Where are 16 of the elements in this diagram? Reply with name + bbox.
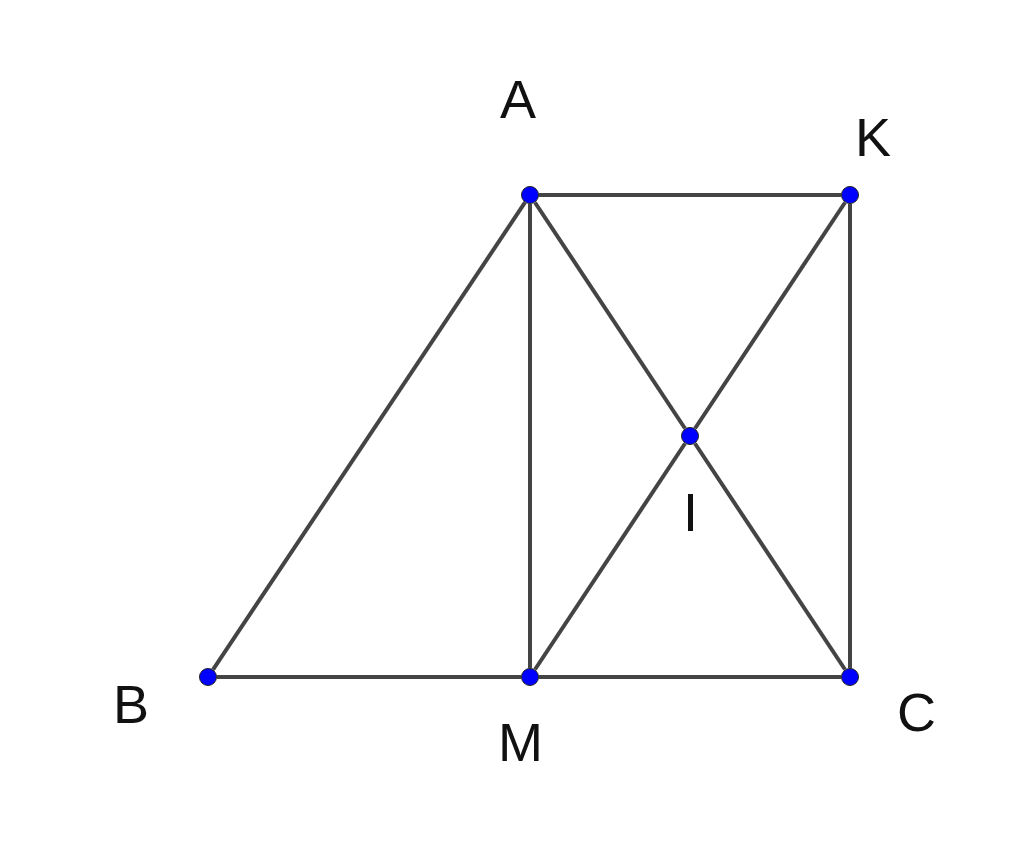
point-label: M	[498, 715, 543, 769]
point-label: A	[500, 72, 537, 126]
point-label: C	[897, 685, 936, 739]
point-label: B	[113, 677, 150, 731]
line-segment	[533, 201, 687, 430]
line-segment	[693, 442, 847, 671]
line-segment	[533, 442, 687, 671]
line-segment	[211, 201, 527, 671]
point-label: K	[855, 110, 892, 164]
line-segment	[217, 675, 521, 679]
line-segment	[528, 204, 532, 668]
line-segment	[539, 193, 841, 197]
line-segment	[848, 204, 852, 668]
line-segment	[693, 201, 847, 430]
point-label: I	[683, 485, 698, 539]
line-segment	[539, 675, 841, 679]
